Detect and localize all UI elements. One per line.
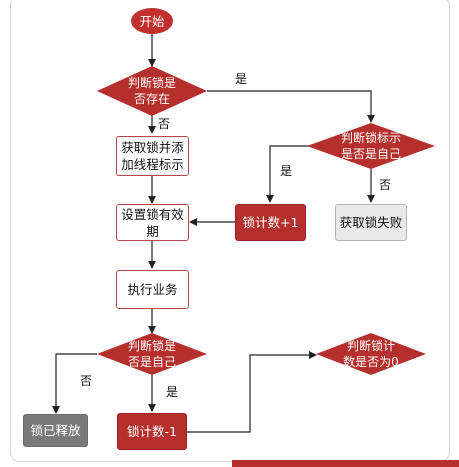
label-top-mine-yes: 是 [280, 164, 293, 178]
diamond-count-is-zero [316, 333, 426, 375]
label-lock-exists-yes: 是 [235, 72, 248, 86]
lock-is-mine-bottom-text: 判断锁是 否是自己 [127, 339, 176, 369]
lock-exists-text: 判断锁是 否存在 [127, 76, 176, 106]
acquire-lock-box: 获取锁并添 加线程标示 [116, 136, 189, 176]
lock-released-box: 锁已释放 [23, 414, 88, 447]
start-node: 开始 [131, 8, 173, 34]
edge-top-mine-yes [266, 145, 324, 203]
label-top-mine-no: 否 [379, 178, 392, 192]
edge-minus-to-zero [187, 351, 317, 433]
edge-exists-yes [207, 90, 375, 123]
label-lock-exists-no: 否 [158, 117, 171, 131]
edge-bottom-mine-no [52, 353, 97, 414]
bottom-accent-strip [232, 460, 459, 467]
count-plus-one-box: 锁计数+1 [235, 204, 306, 241]
lock-is-mine-top-text: 判断锁标示 是否是自己 [340, 131, 401, 161]
label-bottom-mine-yes: 是 [166, 385, 179, 399]
count-is-zero-text: 判断锁计 数是否为0 [343, 339, 399, 369]
diamond-lock-exists [97, 66, 207, 116]
diamond-lock-is-mine-bottom [97, 333, 207, 375]
label-bottom-mine-no: 否 [80, 374, 93, 388]
set-expiry-box: 设置锁有效 期 [116, 204, 189, 241]
count-minus-one-box: 锁计数-1 [117, 413, 187, 450]
diamond-lock-is-mine-top [307, 123, 435, 169]
run-business-box: 执行业务 [116, 270, 189, 309]
acquire-failed-box: 获取锁失败 [335, 204, 407, 241]
